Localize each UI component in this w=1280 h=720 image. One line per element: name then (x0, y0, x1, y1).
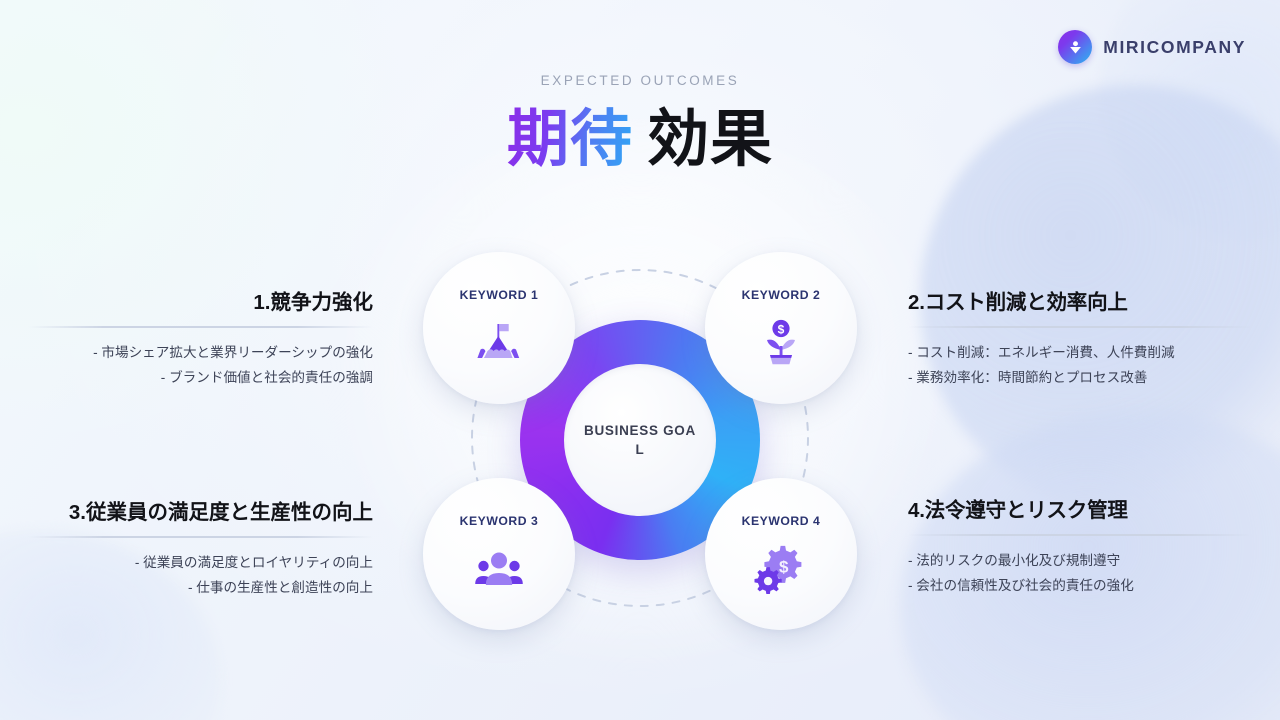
title-plain-text: 効果 (647, 105, 774, 174)
gears-dollar-icon: $ (754, 544, 808, 595)
outcome-1-divider (28, 325, 373, 328)
svg-text:$: $ (778, 322, 785, 336)
people-group-icon (472, 544, 526, 594)
diagram-node-keyword-2[interactable]: KEYWORD 2 $ (705, 252, 857, 404)
brand-name: MIRICOMPANY (1103, 36, 1246, 57)
money-plant-icon: $ (754, 318, 808, 368)
outcome-1-heading: 1.競争力強化 (253, 291, 373, 314)
mountain-flag-icon (472, 318, 526, 368)
outcome-1-line-2: - ブランド価値と社会的責任の強調 (160, 369, 373, 385)
keyword-3-label: KEYWORD 3 (459, 514, 539, 528)
svg-text:$: $ (779, 557, 789, 576)
outcome-block-3: 3.従業員の満足度と生産性の向上 - 従業員の満足度とロイヤリティの向上 - 仕… (28, 500, 373, 600)
outcome-1-line-1: - 市場シェア拡大と業界リーダーシップの強化 (93, 344, 373, 360)
center-goal-label: BUSINESS GOAL (584, 422, 696, 457)
title-accent-text: 期待 (506, 105, 633, 174)
outcome-2-line-2: - 業務効率化：時間節約とプロセス改善 (908, 369, 1148, 385)
outcome-block-1: 1.競争力強化 - 市場シェア拡大と業界リーダーシップの強化 - ブランド価値と… (28, 290, 373, 390)
outcome-4-line-2: - 会社の信頼性及び社会的責任の強化 (908, 577, 1134, 593)
keyword-2-label: KEYWORD 2 (741, 288, 821, 302)
brand-logo: MIRICOMPANY (1058, 30, 1246, 64)
keyword-1-label: KEYWORD 1 (459, 288, 539, 302)
outcome-4-divider (908, 533, 1253, 536)
diagram-node-keyword-4[interactable]: KEYWORD 4 $ (705, 478, 857, 630)
diagram-node-keyword-3[interactable]: KEYWORD 3 (423, 478, 575, 630)
outcome-3-heading: 3.従業員の満足度と生産性の向上 (68, 501, 373, 524)
outcome-2-heading: 2.コスト削減と効率向上 (908, 291, 1128, 314)
dashed-connector-arcs (415, 240, 865, 640)
outcome-3-line-1: - 従業員の満足度とロイヤリティの向上 (134, 554, 373, 570)
outcome-4-line-1: - 法的リスクの最小化及び規制遵守 (908, 552, 1121, 568)
outcome-block-4: 4.法令遵守とリスク管理 - 法的リスクの最小化及び規制遵守 - 会社の信頼性及… (908, 498, 1253, 598)
outcome-2-line-1: - コスト削減：エネルギー消費、人件費削減 (908, 344, 1175, 360)
outcome-3-line-2: - 仕事の生産性と創造性の向上 (187, 579, 373, 595)
outcome-2-divider (908, 325, 1253, 328)
outcome-block-2: 2.コスト削減と効率向上 - コスト削減：エネルギー消費、人件費削減 - 業務効… (908, 290, 1253, 390)
business-goal-diagram: BUSINESS GOAL KEYWORD 1 KEYWORD 2 $ (415, 240, 865, 640)
keyword-4-label: KEYWORD 4 (741, 514, 821, 528)
slide-eyebrow: EXPECTED OUTCOMES (540, 73, 740, 88)
page-title: 期待効果 (0, 103, 1280, 176)
outcome-3-divider (28, 535, 373, 538)
diagram-node-keyword-1[interactable]: KEYWORD 1 (423, 252, 575, 404)
person-chevron-logo-icon (1058, 30, 1093, 64)
outcome-4-heading: 4.法令遵守とリスク管理 (908, 499, 1128, 522)
